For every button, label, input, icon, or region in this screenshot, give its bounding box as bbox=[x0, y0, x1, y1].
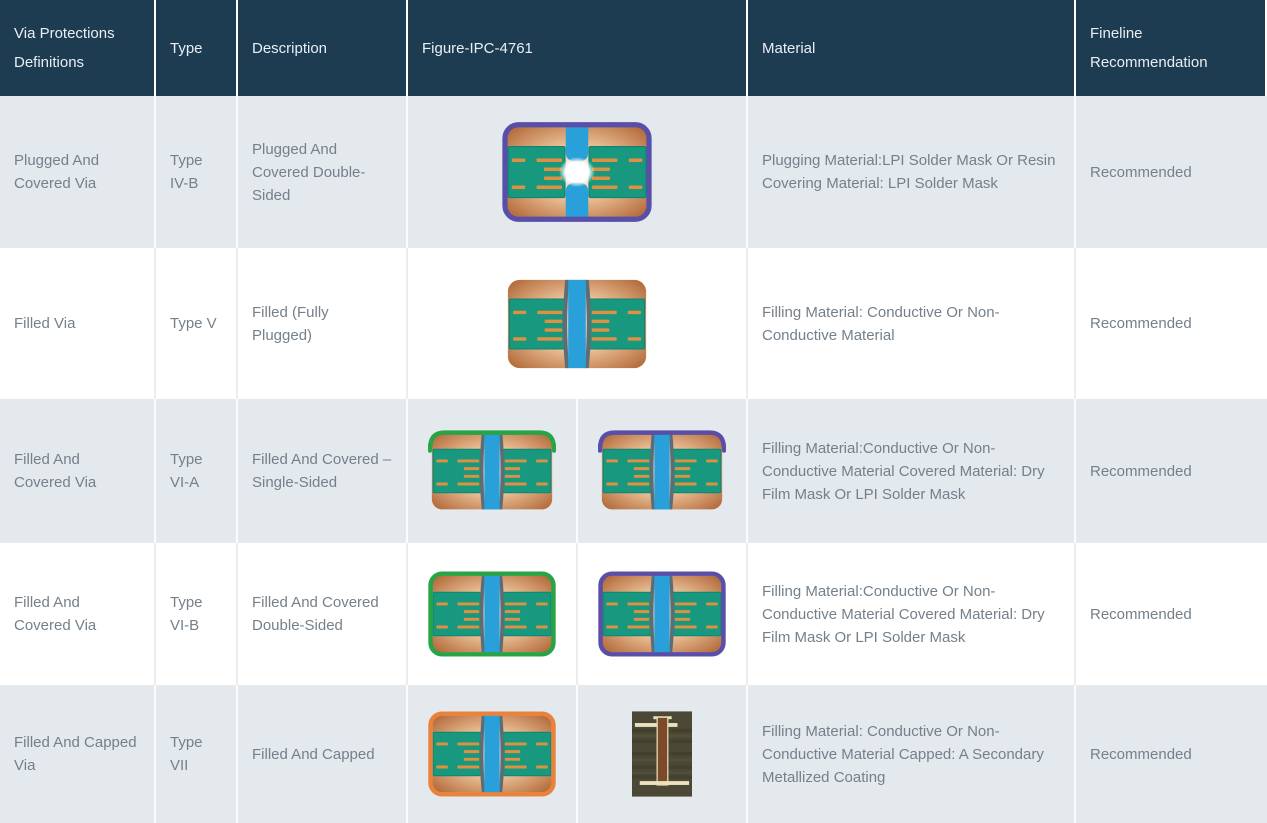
cell-fineline: Recommended bbox=[1076, 399, 1267, 543]
cell-fineline-text: Recommended bbox=[1090, 163, 1192, 181]
cell-type-text: Type V bbox=[170, 315, 217, 332]
cell-fineline-text: Recommended bbox=[1090, 462, 1192, 480]
cell-definition-text: Filled Via bbox=[14, 315, 76, 332]
cell-figure bbox=[408, 399, 748, 543]
cell-type-text: Type VI-B bbox=[170, 594, 203, 634]
cell-type: Type V bbox=[156, 248, 238, 399]
cell-material-text: Filling Material:Conductive Or Non-Condu… bbox=[762, 439, 1045, 503]
cell-fineline: Recommended bbox=[1076, 248, 1267, 399]
cell-definition: Filled And Covered Via bbox=[0, 543, 156, 685]
cell-description: Filled And Capped bbox=[238, 685, 408, 823]
header-label: Figure-IPC-4761 bbox=[422, 39, 533, 57]
cell-material-text: Filling Material: Conductive Or Non-Cond… bbox=[762, 303, 1000, 344]
cell-figure bbox=[408, 96, 748, 248]
figure-wrap bbox=[578, 399, 746, 543]
filled-covered-double-sided-dry-film-diagram bbox=[428, 571, 556, 657]
filled-capped-diagram bbox=[428, 711, 556, 797]
cell-type: Type VI-B bbox=[156, 543, 238, 685]
header-via-protections-definitions: Via Protections Definitions bbox=[0, 0, 156, 96]
cell-definition-text: Filled And Capped Via bbox=[14, 734, 137, 774]
header-label: Material bbox=[762, 39, 816, 57]
plugged-covered-double-sided-diagram bbox=[502, 122, 652, 222]
cell-definition-text: Filled And Covered Via bbox=[14, 594, 97, 634]
filled-covered-single-sided-lpi-diagram bbox=[598, 430, 726, 510]
cell-material: Filling Material: Conductive Or Non-Cond… bbox=[748, 685, 1076, 823]
cell-material: Filling Material:Conductive Or Non-Condu… bbox=[748, 399, 1076, 543]
cell-type-text: Type IV-B bbox=[170, 152, 203, 192]
figure-wrap bbox=[408, 96, 746, 248]
cell-definition: Filled And Covered Via bbox=[0, 399, 156, 543]
cell-figure bbox=[408, 248, 748, 399]
figure-wrap bbox=[578, 543, 746, 685]
header-label: Type bbox=[170, 39, 203, 57]
header-label: Fineline Recommendation bbox=[1090, 25, 1208, 71]
header-material: Material bbox=[748, 0, 1076, 96]
cell-description-text: Plugged And Covered Double-Sided bbox=[252, 140, 366, 204]
cell-material-text: Filling Material: Conductive Or Non-Cond… bbox=[762, 722, 1044, 786]
figure-wrap bbox=[408, 399, 576, 543]
cell-type-text: Type VI-A bbox=[170, 451, 203, 491]
cell-description-text: Filled And Covered Double-Sided bbox=[252, 594, 379, 634]
cell-description: Plugged And Covered Double-Sided bbox=[238, 96, 408, 248]
figure-wrap bbox=[408, 248, 746, 399]
header-label: Description bbox=[252, 39, 328, 57]
cell-description: Filled And Covered Double-Sided bbox=[238, 543, 408, 685]
cell-material-text: Filling Material:Conductive Or Non-Condu… bbox=[762, 582, 1045, 646]
cell-fineline: Recommended bbox=[1076, 96, 1267, 248]
cell-material: Filling Material:Conductive Or Non-Condu… bbox=[748, 543, 1076, 685]
cell-figure bbox=[408, 685, 748, 823]
filled-via-diagram bbox=[507, 279, 647, 368]
cell-definition-text: Filled And Covered Via bbox=[14, 451, 97, 491]
cell-definition: Filled And Capped Via bbox=[0, 685, 156, 823]
cell-description: Filled And Covered – Single-Sided bbox=[238, 399, 408, 543]
cell-description-text: Filled And Covered – Single-Sided bbox=[252, 451, 392, 491]
cell-definition: Filled Via bbox=[0, 248, 156, 399]
cell-material: Plugging Material:LPI Solder Mask Or Res… bbox=[748, 96, 1076, 248]
header-type: Type bbox=[156, 0, 238, 96]
cell-type: Type VI-A bbox=[156, 399, 238, 543]
cell-material-text: Plugging Material:LPI Solder Mask Or Res… bbox=[762, 152, 1056, 192]
header-figure-ipc-4761: Figure-IPC-4761 bbox=[408, 0, 748, 96]
figure-wrap bbox=[408, 543, 576, 685]
cell-description: Filled (Fully Plugged) bbox=[238, 248, 408, 399]
header-description: Description bbox=[238, 0, 408, 96]
cell-fineline-text: Recommended bbox=[1090, 315, 1192, 332]
cell-fineline: Recommended bbox=[1076, 543, 1267, 685]
cell-fineline: Recommended bbox=[1076, 685, 1267, 823]
cell-definition-text: Plugged And Covered Via bbox=[14, 152, 100, 192]
cell-type: Type VII bbox=[156, 685, 238, 823]
cell-type: Type IV-B bbox=[156, 96, 238, 248]
header-label: Via Protections Definitions bbox=[14, 25, 115, 71]
figure-wrap bbox=[578, 685, 746, 823]
cell-material: Filling Material: Conductive Or Non-Cond… bbox=[748, 248, 1076, 399]
cell-description-text: Filled (Fully Plugged) bbox=[252, 303, 329, 344]
filled-capped-micrograph bbox=[632, 711, 692, 797]
filled-covered-double-sided-lpi-diagram bbox=[598, 571, 726, 657]
figure-wrap bbox=[408, 685, 576, 823]
figure-divider bbox=[576, 543, 578, 685]
cell-figure bbox=[408, 543, 748, 685]
figure-divider bbox=[576, 399, 578, 543]
cell-description-text: Filled And Capped bbox=[252, 745, 375, 763]
filled-covered-single-sided-dry-film-diagram bbox=[428, 430, 556, 510]
cell-type-text: Type VII bbox=[170, 734, 203, 774]
figure-divider bbox=[576, 685, 578, 823]
header-fineline-recommendation: Fineline Recommendation bbox=[1076, 0, 1267, 96]
cell-fineline-text: Recommended bbox=[1090, 605, 1192, 623]
cell-fineline-text: Recommended bbox=[1090, 745, 1192, 763]
cell-definition: Plugged And Covered Via bbox=[0, 96, 156, 248]
